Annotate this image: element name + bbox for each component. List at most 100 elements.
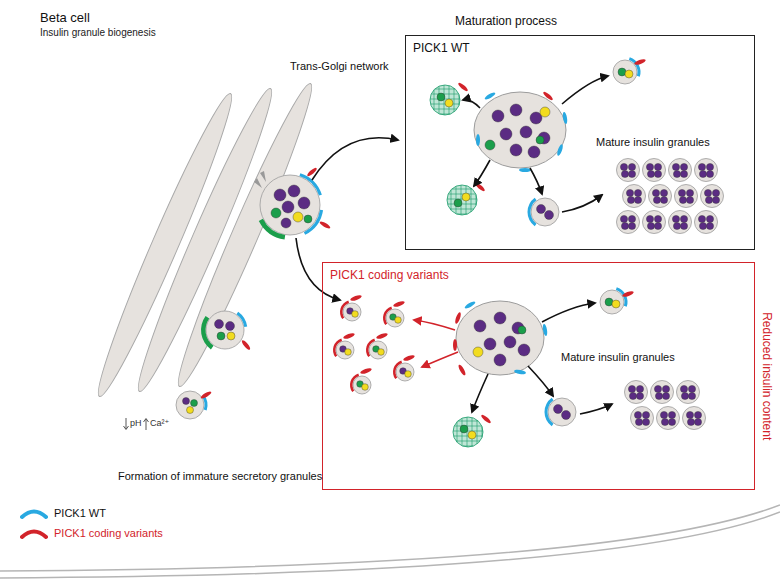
process-arrow (422, 352, 458, 367)
granule-cargo (625, 70, 633, 78)
protein-coat (236, 312, 247, 327)
vesicle-membrane (643, 211, 666, 234)
increase-arrow (144, 419, 149, 431)
vesicle (701, 185, 724, 208)
granule-cargo (660, 411, 667, 418)
granule-cargo (510, 104, 522, 116)
granule-cargo (628, 163, 635, 170)
clathrin-lattice (434, 90, 435, 110)
granule-cargo (304, 215, 312, 223)
clathrin-lattice (458, 421, 478, 422)
vesicle (453, 417, 483, 447)
granule-cargo (281, 218, 291, 228)
granule-cargo (654, 385, 661, 392)
clathrin-lattice (452, 189, 472, 190)
vesicle (623, 185, 646, 208)
vesicle-membrane (600, 290, 624, 314)
vesicle (383, 307, 404, 327)
figure-title: Beta cell (40, 10, 90, 26)
granule-cargo (352, 311, 359, 318)
granule-cargo (698, 215, 705, 222)
granule-cargo (673, 222, 680, 229)
vesicle (669, 159, 692, 182)
granule-cargo (405, 371, 412, 378)
vesicle (683, 407, 706, 430)
granule-cargo (628, 222, 635, 229)
vesicle (643, 211, 666, 234)
vesicle (447, 185, 477, 215)
vesicle (651, 381, 674, 404)
protein-coat (629, 57, 641, 77)
clathrin-lattice (453, 431, 483, 432)
vesicle (613, 57, 640, 84)
organelle-label: Trans-Golgi network (290, 60, 389, 73)
vesicle (393, 361, 414, 381)
protein-coat (393, 361, 402, 379)
protein-coat (544, 398, 553, 426)
legend-text: PICK1 coding variants (54, 527, 163, 539)
vesicle-membrane (336, 341, 354, 359)
protein-coat (350, 374, 359, 392)
vesicle (600, 287, 627, 314)
granule-cargo (660, 196, 667, 203)
granule-cargo (678, 189, 685, 196)
protein-rod (453, 339, 457, 351)
vesicle-membrane (617, 159, 640, 182)
granule-cargo (636, 385, 643, 392)
granule-cargo (646, 163, 653, 170)
clathrin-lattice (476, 195, 477, 206)
clathrin-lattice (430, 99, 460, 100)
granule-cargo (605, 298, 613, 306)
vesicle (366, 339, 387, 359)
granule-cargo (187, 407, 194, 414)
granule-cargo (668, 411, 675, 418)
granule-cargo (655, 392, 662, 399)
granule-cargo (662, 392, 669, 399)
granule-cargo (680, 222, 687, 229)
protein-coat (340, 301, 349, 319)
protein-rod (360, 367, 373, 375)
granule-cargo (362, 384, 369, 391)
vesicle-membrane (623, 185, 646, 208)
granule-cargo (672, 163, 679, 170)
granule-label: Mature insulin granules (561, 351, 675, 364)
granule-cargo (712, 189, 719, 196)
granule-cargo (686, 411, 693, 418)
granule-cargo (345, 349, 352, 356)
granule-cargo (462, 193, 470, 201)
vesicle-membrane (456, 301, 544, 375)
vesicle (430, 85, 460, 115)
legend-swatch-shape (22, 532, 46, 538)
protein-coat (366, 339, 375, 357)
granule-cargo (183, 398, 190, 405)
granule-cargo (288, 185, 300, 197)
vesicle-membrane (396, 363, 414, 381)
process-label: Formation of immature secretory granules (118, 470, 322, 483)
granule-cargo (621, 170, 628, 177)
vesicle (333, 339, 354, 359)
vesicle-membrane (474, 92, 566, 168)
protein-rod (562, 112, 568, 125)
granule-cargo (445, 99, 453, 107)
granule-cargo (688, 385, 695, 392)
protein-rod (476, 134, 480, 146)
protein-coat (333, 339, 342, 357)
section-heading: Maturation process (455, 14, 557, 28)
protein-coat (299, 173, 321, 195)
granule-cargo (618, 68, 626, 76)
granule-cargo (282, 201, 294, 213)
vesicle-membrane (669, 211, 692, 234)
process-arrow (414, 320, 455, 330)
vesicle (259, 173, 323, 239)
process-arrow (542, 303, 595, 322)
protein-rod (350, 294, 363, 302)
vesicle (657, 407, 680, 430)
vesicle (675, 185, 698, 208)
protein-coat (527, 198, 536, 226)
vesicle-membrane (677, 381, 700, 404)
granule-cargo (562, 411, 571, 420)
granule-cargo (694, 418, 701, 425)
outcome-label: Reduced insulin content (760, 312, 774, 440)
granule-cargo (612, 300, 620, 308)
vesicle (350, 374, 371, 394)
